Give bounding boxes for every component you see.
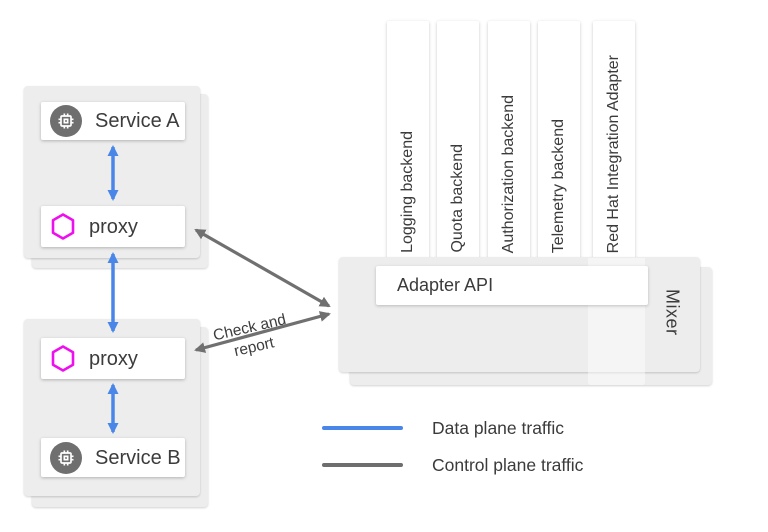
proxy-hexagon-icon <box>50 345 76 373</box>
service-a-label: Service A <box>95 110 180 132</box>
service-b-node: Service B <box>41 438 185 477</box>
adapter-api-label: Adapter API <box>397 275 494 295</box>
check-and-report-annotation: Check and report <box>193 306 311 370</box>
service-a-node: Service A <box>41 102 185 140</box>
data-plane-label: Data plane traffic <box>432 417 564 438</box>
control-plane-line-swatch <box>322 463 403 467</box>
backend-tab-redhat-adapter-label: Red Hat Integration Adapter <box>605 54 622 253</box>
backend-tab-logging-label: Logging backend <box>399 131 416 253</box>
backend-tab-logging: Logging backend <box>387 21 429 262</box>
adapter-api-box: Adapter API <box>376 266 648 305</box>
legend-row-data-plane: Data plane traffic <box>322 416 564 440</box>
legend-row-control-plane: Control plane traffic <box>322 453 583 477</box>
control-plane-label: Control plane traffic <box>432 454 584 475</box>
proxy-b-label: proxy <box>89 347 138 370</box>
backend-tab-quota-label: Quota backend <box>449 144 466 253</box>
data-plane-line-swatch <box>322 426 403 430</box>
cpu-chip-icon <box>50 105 82 137</box>
cpu-chip-icon <box>50 441 82 474</box>
control-plane-arrow-proxya-mixer <box>194 228 331 308</box>
backend-tab-authorization: Authorization backend <box>488 21 530 262</box>
backend-tab-telemetry-label: Telemetry backend <box>550 118 567 253</box>
backend-tab-redhat-adapter: Red Hat Integration Adapter <box>593 21 635 262</box>
backend-tab-authorization-label: Authorization backend <box>500 94 517 253</box>
proxy-a-label: proxy <box>89 215 138 238</box>
service-b-label: Service B <box>95 446 181 469</box>
backend-tab-telemetry: Telemetry backend <box>538 21 580 262</box>
proxy-b-node: proxy <box>41 338 185 379</box>
proxy-a-node: proxy <box>41 206 185 247</box>
mixer-label: Mixer <box>662 288 683 336</box>
backend-tab-quota: Quota backend <box>437 21 479 262</box>
proxy-hexagon-icon <box>50 213 76 241</box>
